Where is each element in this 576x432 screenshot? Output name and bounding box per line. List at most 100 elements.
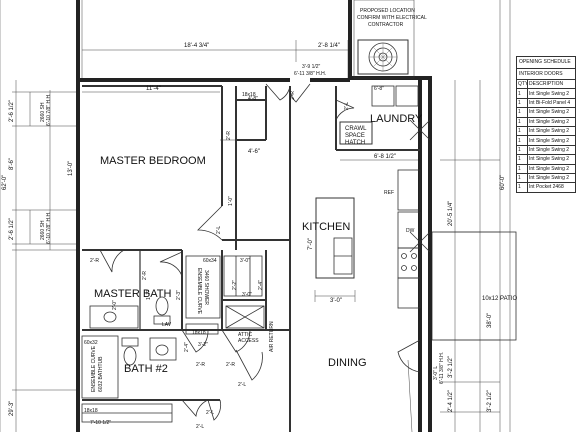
door-label-4: 2'-R — [226, 362, 235, 368]
schedule-qty: 1 — [516, 125, 528, 137]
master-bath-fixtures — [89, 255, 263, 329]
laundry-label: LAUNDRY — [370, 113, 423, 125]
misc-dim-6: 18x18 — [84, 408, 98, 414]
dim-top-width: 18'-4 3/4" — [184, 43, 209, 49]
schedule-description: Int Single Swing 2 — [527, 125, 576, 137]
misc-dim-3: 4'-8" — [248, 96, 258, 102]
schedule-description: Int Single Swing 2 — [527, 172, 576, 184]
schedule-qty: 1 — [516, 116, 528, 127]
door-label-10: 2'-L — [238, 382, 246, 388]
dim-left-2: 8'-6" — [9, 158, 15, 170]
door-label-2: 2'-R — [142, 271, 148, 280]
contractor-note-line3: CONTRACTOR — [368, 22, 404, 28]
dim-left-1: 2'-6 1/2" — [9, 100, 15, 122]
dim-sh1: 2660 SH — [40, 102, 46, 122]
dim-right-4: 3'-2 1/2" — [448, 356, 454, 378]
schedule-description: Int Single Swing 2 — [527, 116, 576, 127]
misc-dim-2: 1'-0" — [228, 196, 234, 206]
dim-sh2: 2660 SH — [40, 220, 46, 240]
dim-right-3: 38'-0" — [487, 313, 493, 328]
dim-left-5: 62'-0" — [2, 175, 8, 190]
dining-label: DINING — [328, 357, 367, 369]
schedule-qty: 1 — [516, 144, 528, 156]
shower2-size: 60x32 — [84, 340, 98, 346]
crawl-hatch-line2: SPACE — [345, 133, 365, 139]
misc-dim-5: 18x18 — [192, 330, 206, 336]
schedule-description: Int Single Swing 2 — [527, 154, 576, 165]
schedule-qty: 1 — [516, 97, 528, 109]
shower1-line3: 3460 SHOWER — [203, 270, 209, 305]
air-return-label: AIR RETURN — [269, 321, 275, 352]
dim-door-bottom-hh: 6'-11 3/8" H.H. — [439, 352, 445, 384]
dim-sh2-hh: 6'-10 7/8" H.H. — [46, 212, 52, 244]
schedule-qty: 1 — [516, 182, 528, 193]
left-dimension-lines — [0, 0, 76, 432]
schedule-description: Int Single Swing 2 — [527, 88, 576, 99]
schedule-description: Int Single Swing 2 — [527, 135, 576, 146]
master-bedroom-label: MASTER BEDROOM — [100, 155, 206, 167]
schedule-description: Int Single Swing 2 — [527, 107, 576, 118]
opening-schedule: OPENING SCHEDULE INTERIOR DOORS QTY DESC… — [516, 56, 576, 193]
bath2-label: BATH #2 — [124, 363, 168, 375]
dim-right-6: 3'-2 1/2" — [487, 390, 493, 412]
laundry-fixtures — [339, 85, 431, 145]
attic-access-line2: ACCESS — [238, 338, 259, 344]
door-label-8: 2'-L — [216, 226, 222, 234]
dim-bath-6: 2'-0" — [112, 300, 118, 310]
dim-left-4: 29'-3" — [9, 401, 15, 416]
dim-bedroom-width: 11'-4" — [146, 86, 161, 92]
attic-access-line1: ATTIC — [238, 332, 252, 338]
schedule-header-row: QTY DESCRIPTION — [516, 78, 576, 90]
kitchen-fixtures — [315, 169, 431, 309]
schedule-description: Int Pocket 2468 — [527, 182, 576, 193]
crawl-hatch-line3: HATCH — [345, 140, 365, 146]
schedule-qty: 1 — [516, 172, 528, 184]
dim-sh1-hh: 6'-10 7/8" H.H. — [46, 94, 52, 126]
dim-bath-2: 3'-2" — [198, 342, 208, 348]
schedule-qty: 1 — [516, 163, 528, 174]
crawl-hatch-line1: CRAWL — [345, 126, 367, 132]
dim-island-len: 7'-0" — [308, 238, 314, 250]
condenser-unit — [353, 0, 415, 79]
schedule-subtitle: INTERIOR DOORS — [516, 68, 576, 79]
schedule-description: Int Single Swing 2 — [527, 144, 576, 156]
dim-hall-hh: 6'-11 3/8" H.H. — [294, 71, 326, 77]
dim-bath-5: 1'-7" — [146, 290, 152, 300]
lav-label: LAV — [162, 322, 172, 328]
dim-bath-1: 7'-10 1/2" — [90, 420, 111, 426]
schedule-description: Int Bi-Fold Panel 4 — [527, 97, 576, 109]
dim-door-bottom: 3'-0" L — [433, 366, 439, 380]
schedule-header-qty: QTY — [516, 78, 528, 90]
misc-dim-8: 2'-2" — [232, 280, 238, 290]
schedule-qty: 1 — [516, 135, 528, 146]
door-label-7: 2'-L — [196, 424, 204, 430]
dim-top-right: 2'-8 1/4" — [318, 43, 340, 49]
schedule-title: OPENING SCHEDULE — [516, 56, 576, 68]
schedule-description: Int Single Swing 2 — [527, 163, 576, 174]
dw-label: DW — [406, 228, 415, 234]
shower1-size: 60x34 — [203, 258, 217, 264]
dim-right-1: 20'-5 1/4" — [448, 201, 454, 226]
door-label-5: 2'-R — [226, 131, 232, 140]
dim-laundry-width: 6'-8 1/2" — [374, 154, 396, 160]
right-dimension-lines — [407, 0, 511, 432]
shower2-line2: ENSEMBLE CURVE — [91, 345, 97, 392]
patio-label: 10x12 PATIO — [482, 296, 517, 302]
interior-walls — [82, 85, 420, 432]
misc-dim-7: 3'-0" — [242, 292, 252, 298]
misc-dim-4: 18x18 — [242, 92, 256, 98]
patio — [431, 231, 517, 341]
ref-label: REF — [384, 190, 394, 196]
kitchen-label: KITCHEN — [302, 221, 350, 233]
schedule-qty: 1 — [516, 154, 528, 165]
door-label-9: 2'-R — [290, 91, 296, 100]
schedule-qty: 1 — [516, 107, 528, 118]
